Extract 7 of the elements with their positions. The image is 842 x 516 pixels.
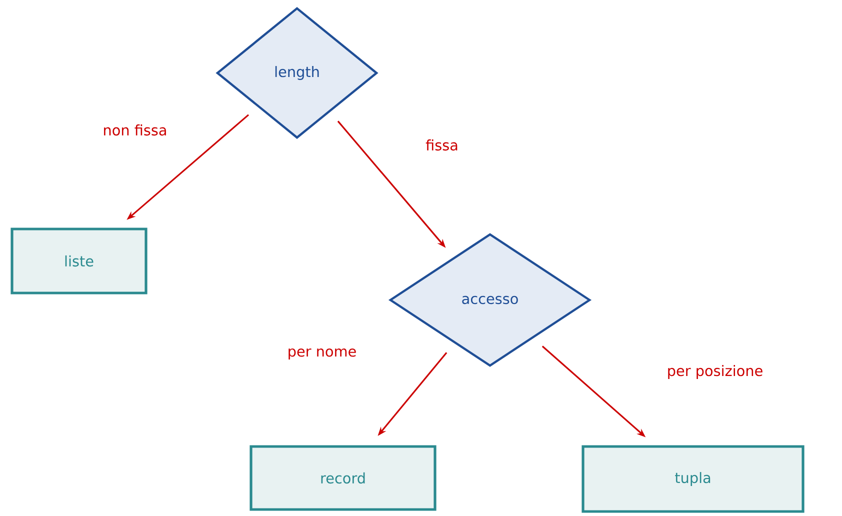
process-box: tupla	[582, 445, 804, 513]
process-box: record	[250, 445, 436, 511]
edge-label: fissa	[426, 139, 458, 151]
edge-label: per nome	[288, 348, 356, 360]
edge-label: per posizione	[668, 365, 762, 379]
edge-label: non fissa	[104, 124, 166, 136]
process-box: liste	[10, 228, 148, 294]
